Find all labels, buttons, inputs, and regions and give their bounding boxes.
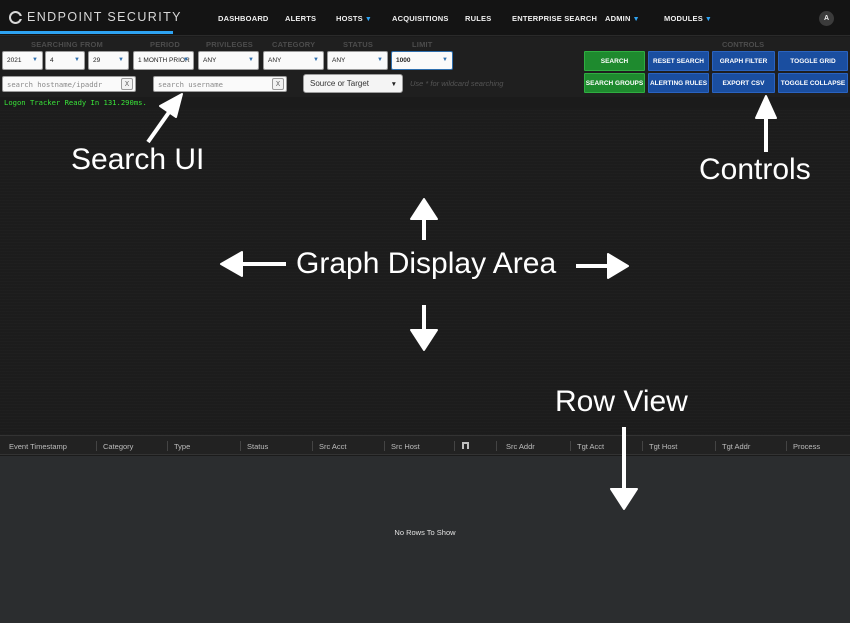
annotation-search-ui: Search UI (71, 143, 205, 176)
chevron-down-icon: ▼ (632, 16, 640, 23)
hostname-search-input[interactable]: search hostname/ipaddr X (2, 76, 136, 92)
graph-filter-button[interactable]: GRAPH FILTER (712, 51, 775, 71)
category-select[interactable]: ANY▼ (263, 51, 324, 70)
nav-admin[interactable]: ADMIN▼ (605, 14, 640, 23)
annotation-graph-display-area: Graph Display Area (296, 247, 557, 280)
controls-header: CONTROLS (722, 40, 765, 49)
column-divider[interactable] (312, 441, 313, 451)
column-header-process[interactable]: Process (793, 442, 821, 451)
column-header-category[interactable]: Category (103, 442, 134, 451)
nav-rules[interactable]: RULES (465, 14, 492, 23)
year-select[interactable]: 2021▼ (2, 51, 43, 70)
search-groups-button[interactable]: SEARCH GROUPS (584, 73, 645, 93)
caret-down-icon: ▼ (442, 57, 448, 63)
caret-down-icon: ▼ (390, 81, 397, 88)
nav-hosts[interactable]: HOSTS▼ (336, 14, 372, 23)
column-header-type[interactable]: Type (174, 442, 191, 451)
logo-icon (9, 10, 23, 24)
limit-select[interactable]: 1000▼ (391, 51, 453, 70)
chevron-down-icon: ▼ (704, 16, 713, 23)
status-header: STATUS (343, 40, 374, 49)
column-divider[interactable] (642, 441, 643, 451)
arrow-graph-up-head (410, 198, 438, 220)
pinned-column-icon[interactable] (461, 441, 470, 450)
brand[interactable]: ENDPOINT SECURITY (9, 10, 182, 24)
column-header-tgt-acct[interactable]: Tgt Acct (577, 442, 605, 451)
annotation-controls: Controls (699, 153, 811, 186)
clear-username-button[interactable]: X (272, 78, 284, 90)
column-header-src-addr[interactable]: Src Addr (506, 442, 535, 451)
column-divider[interactable] (240, 441, 241, 451)
graph-display-area[interactable] (0, 108, 850, 435)
column-header-event-timestamp[interactable]: Event Timestamp (9, 442, 67, 451)
category-header: CATEGORY (272, 40, 316, 49)
search-button[interactable]: SEARCH (584, 51, 645, 71)
arrow-row-view-head (610, 488, 638, 510)
toggle-grid-button[interactable]: TOGGLE GRID (778, 51, 848, 71)
caret-down-icon: ▼ (248, 57, 254, 63)
username-search-input[interactable]: search username X (153, 76, 287, 92)
column-divider[interactable] (496, 441, 497, 451)
clear-hostname-button[interactable]: X (121, 78, 133, 90)
row-view-table-body[interactable] (0, 456, 850, 623)
source-target-select[interactable]: Source or Target▼ (303, 74, 403, 93)
caret-down-icon: ▼ (377, 57, 383, 63)
nav-alerts[interactable]: ALERTS (285, 14, 317, 23)
privileges-select[interactable]: ANY▼ (198, 51, 259, 70)
column-divider[interactable] (96, 441, 97, 451)
status-message: Logon Tracker Ready In 131.290ms. (4, 98, 147, 107)
caret-down-icon: ▼ (32, 57, 38, 63)
toggle-collapse-button[interactable]: TOGGLE COLLAPSE (778, 73, 848, 93)
user-avatar[interactable]: A (819, 11, 834, 26)
nav-modules[interactable]: MODULES▼ (664, 14, 713, 23)
brand-name: ENDPOINT SECURITY (27, 10, 182, 24)
period-select[interactable]: 1 MONTH PRIOR▼ (133, 51, 194, 70)
searching-from-header: SEARCHING FROM (31, 40, 103, 49)
month-select[interactable]: 4▼ (45, 51, 85, 70)
no-rows-message: No Rows To Show (394, 528, 456, 537)
export-csv-button[interactable]: EXPORT CSV (712, 73, 775, 93)
status-select[interactable]: ANY▼ (327, 51, 388, 70)
privileges-header: PRIVILEGES (206, 40, 254, 49)
column-divider[interactable] (570, 441, 571, 451)
caret-down-icon: ▼ (118, 57, 124, 63)
arrow-search-ui-shaft (146, 106, 174, 144)
arrow-graph-down-head (410, 329, 438, 351)
arrow-graph-left-head (220, 251, 243, 277)
period-header: PERIOD (150, 40, 180, 49)
column-header-tgt-addr[interactable]: Tgt Addr (722, 442, 751, 451)
nav-dashboard[interactable]: DASHBOARD (218, 14, 269, 23)
column-divider[interactable] (167, 441, 168, 451)
column-header-status[interactable]: Status (247, 442, 269, 451)
arrow-controls-head (755, 95, 777, 119)
reset-search-button[interactable]: RESET SEARCH (648, 51, 709, 71)
column-header-src-acct[interactable]: Src Acct (319, 442, 347, 451)
nav-acquisitions[interactable]: ACQUISITIONS (392, 14, 449, 23)
arrow-graph-right-head (607, 253, 629, 279)
nav-enterprise-search[interactable]: ENTERPRISE SEARCH (512, 14, 598, 23)
column-divider[interactable] (454, 441, 455, 451)
table-header: Event Timestamp Category Type Status Src… (0, 435, 850, 455)
column-divider[interactable] (384, 441, 385, 451)
annotation-row-view: Row View (555, 385, 688, 418)
arrow-search-ui-head (159, 93, 183, 118)
column-divider[interactable] (786, 441, 787, 451)
day-select[interactable]: 29▼ (88, 51, 129, 70)
column-divider[interactable] (715, 441, 716, 451)
caret-down-icon: ▼ (74, 57, 80, 63)
caret-down-icon: ▼ (313, 57, 319, 63)
username-placeholder: search username (158, 79, 223, 89)
hostname-placeholder: search hostname/ipaddr (7, 79, 103, 89)
wildcard-hint: Use * for wildcard searching (410, 79, 504, 88)
brand-active-indicator (0, 31, 173, 34)
chevron-down-icon: ▼ (364, 16, 372, 23)
alerting-rules-button[interactable]: ALERTING RULES (648, 73, 709, 93)
limit-header: LIMIT (412, 40, 433, 49)
column-header-tgt-host[interactable]: Tgt Host (649, 442, 678, 451)
top-navigation-bar: ENDPOINT SECURITY DASHBOARD ALERTS HOSTS… (0, 0, 850, 36)
caret-down-icon: ▼ (183, 57, 189, 63)
column-header-src-host[interactable]: Src Host (391, 442, 420, 451)
